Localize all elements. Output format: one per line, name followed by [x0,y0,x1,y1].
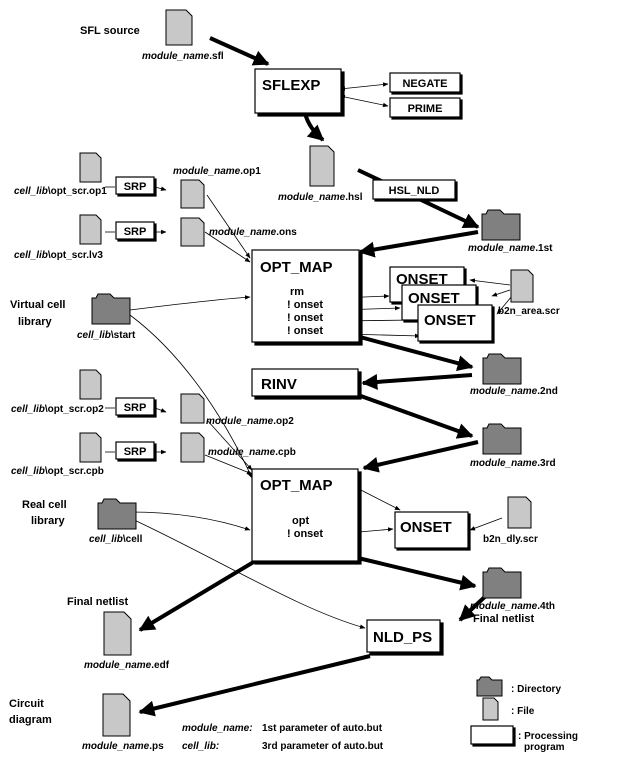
real-lib-label: library [31,515,66,527]
file-icon [180,432,205,463]
prime-label: PRIME [408,103,443,115]
file-icon [165,9,193,46]
opt-map-label: OPT_MAP [260,259,333,276]
onset-label: ONSET [408,290,460,307]
file-icon [510,269,534,303]
srp-label: SRP [124,402,147,414]
thin-connections [105,82,513,629]
hsl-nld-label: HSL_NLD [389,185,440,197]
file-icon [482,697,499,721]
file-edf: module_name.edf [84,660,170,671]
cmd-rm: rm [290,286,304,298]
onset-label: ONSET [396,271,448,288]
param-cell-desc: 3rd parameter of auto.but [262,741,384,752]
cmd-opt: opt [292,515,309,527]
final-netlist-label: Final netlist [67,596,128,608]
file-scr-cpb: cell_lib\opt_scr.cpb [11,466,104,477]
folder-icon [476,676,503,697]
file-icon [102,693,131,737]
file-hsl: module_name.hsl [278,192,363,203]
cmd-onset: ! onset [287,528,323,540]
nld-ps-label: NLD_PS [373,629,432,646]
folder-icon [482,567,522,599]
param-module-desc: 1st parameter of auto.but [262,723,383,734]
file-b2n-dly: b2n_dly.scr [483,534,538,545]
cmd-onset: ! onset [287,312,323,324]
file-icons [79,9,534,737]
circuit-label: Circuit [9,698,44,710]
folder-icon [91,293,131,325]
file-icon [79,214,102,245]
dir-4th: module_name.4th [470,601,555,612]
file-icon [309,145,335,187]
folder-icon [482,353,522,385]
process-labels: SFLEXP NEGATE PRIME HSL_NLD SRP SRP SRP … [124,77,476,646]
directory-icons [91,209,522,697]
legend-file: : File [511,706,535,717]
rinv-label: RINV [261,376,297,393]
virtual-lib-label: library [18,316,53,328]
file-icon [103,611,132,656]
file-scr-op2: cell_lib\opt_scr.op2 [11,404,104,415]
file-op1: module_name.op1 [173,166,261,177]
cmd-onset: ! onset [287,299,323,311]
legend: : Directory : File : Processing program … [182,684,578,753]
file-icon [79,432,102,463]
negate-label: NEGATE [402,78,447,90]
file-ons: module_name.ons [209,227,297,238]
dir-2nd: module_name.2nd [470,386,558,397]
dir-start: cell_lib\start [77,330,136,341]
dir-cell: cell_lib\cell [89,534,143,545]
sflexp-label: SFLEXP [262,77,320,94]
dir-3rd: module_name.3rd [470,458,556,469]
sfl-source-label: SFL source [80,25,140,37]
virtual-lib-label: Virtual cell [10,299,65,311]
final-netlist-label: Final netlist [473,613,534,625]
file-cpb: module_name.cpb [208,447,296,458]
file-labels: module_name.sfl module_name.hsl module_n… [11,51,560,752]
file-icon [180,179,205,209]
file-op2: module_name.op2 [206,416,294,427]
circuit-label: diagram [9,714,52,726]
srp-label: SRP [124,181,147,193]
file-icon [180,393,205,424]
legend-processing: program [524,742,565,753]
file-b2n-area: b2n_area.scr [498,306,560,317]
legend-directory: : Directory [511,684,561,695]
param-module-key: module_name: [182,723,253,734]
srp-label: SRP [124,226,147,238]
file-icon [180,217,205,247]
file-ps: module_name.ps [82,741,164,752]
file-sfl: module_name.sfl [142,51,224,62]
file-scr-op1: cell_lib\opt_scr.op1 [14,186,107,197]
legend-processing: : Processing [518,731,578,742]
process-boxes [115,68,514,745]
srp-label: SRP [124,446,147,458]
file-icon [507,496,532,529]
param-cell-key: cell_lib: [182,741,219,752]
folder-icon [481,209,521,241]
cmd-onset: ! onset [287,325,323,337]
file-icon [79,369,102,400]
folder-icon [482,423,522,455]
real-lib-label: Real cell [22,499,67,511]
file-icon [79,152,102,183]
category-labels: SFL source Virtual cell library Real cel… [9,25,534,726]
opt-map-label: OPT_MAP [260,477,333,494]
onset-label: ONSET [424,312,476,329]
dir-1st: module_name.1st [468,243,553,254]
onset-label: ONSET [400,519,452,536]
file-scr-lv3: cell_lib\opt_scr.lv3 [14,250,103,261]
folder-icon [97,498,137,530]
